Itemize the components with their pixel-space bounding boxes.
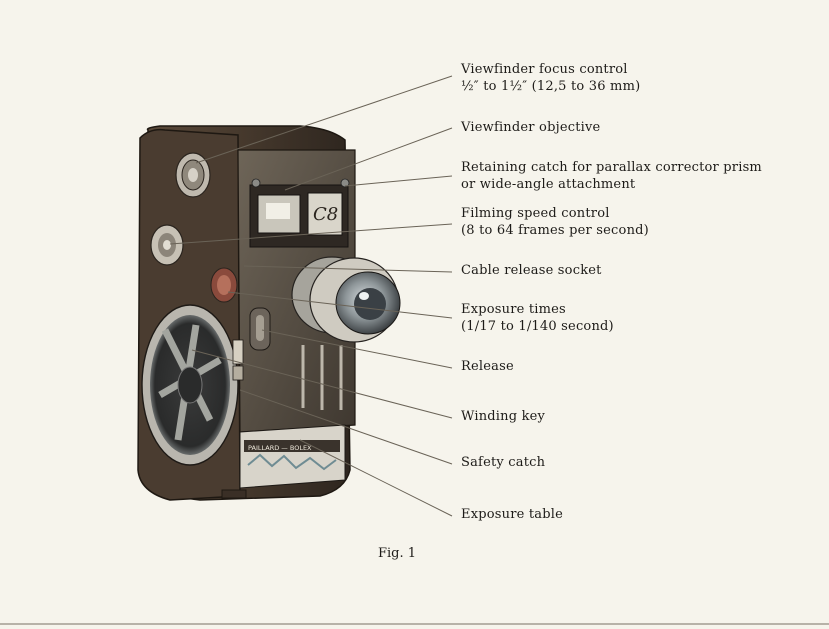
front-grill [301, 345, 343, 410]
callout-line2: ½″ to 1½″ (12,5 to 36 mm) [461, 79, 641, 94]
leader-exposure-table [299, 439, 453, 517]
callout-line1: Exposure table [461, 507, 564, 522]
leader-winding-key [191, 349, 453, 419]
leader-lines [169, 75, 453, 517]
callout-winding-key: Winding key [461, 408, 545, 425]
callout-line1: Winding key [461, 409, 546, 424]
lens [291, 256, 401, 343]
callout-line1: Retaining catch for parallax corrector p… [461, 160, 762, 175]
leader-exposure-times [227, 291, 453, 319]
callout-line1: Cable release socket [461, 263, 602, 278]
retaining-catch-screw [340, 178, 350, 188]
callout-safety-catch: Safety catch [461, 454, 545, 471]
figure-caption: Fig. 1 [378, 546, 417, 561]
callout-cable-release-socket: Cable release socket [461, 262, 602, 279]
model-badge: C8 [313, 204, 338, 225]
leader-cable-release-socket [243, 265, 453, 273]
viewfinder-plate [249, 184, 349, 248]
leader-safety-catch [239, 389, 453, 465]
leader-viewfinder-focus-control [195, 75, 453, 164]
callout-line1: Release [461, 359, 514, 374]
callout-line1: Viewfinder focus control [461, 62, 628, 77]
callout-viewfinder-objective: Viewfinder objective [461, 119, 600, 136]
callout-line1: Safety catch [461, 455, 546, 470]
callout-viewfinder-focus-control: Viewfinder focus control ½″ to 1½″ (12,5… [461, 61, 640, 95]
callout-line1: Filming speed control [461, 206, 610, 221]
plate-screw [251, 178, 261, 188]
callout-release: Release [461, 358, 514, 375]
filming-speed-knob [150, 224, 184, 266]
callout-line1: Exposure times [461, 302, 566, 317]
release-lever [249, 307, 271, 351]
callout-retaining-catch: Retaining catch for parallax corrector p… [461, 159, 762, 193]
exposure-table-plate [239, 424, 346, 489]
leader-filming-speed-control [169, 223, 453, 245]
callout-line1: Viewfinder objective [461, 120, 601, 135]
callout-line2: (1/17 to 1/140 second) [461, 319, 614, 334]
callout-line2: or wide-angle attachment [461, 177, 636, 192]
leader-release [261, 329, 453, 369]
callout-line2: (8 to 64 frames per second) [461, 223, 649, 238]
leader-retaining-catch [344, 175, 453, 187]
callout-exposure-times: Exposure times (1/17 to 1/140 second) [461, 301, 614, 335]
speed-dial [210, 267, 238, 303]
safety-catch [232, 339, 244, 381]
brand-plate-text: PAILLARD — BOLEX [248, 444, 312, 452]
scan-edge [0, 623, 829, 625]
leader-viewfinder-objective [284, 127, 453, 191]
winding-key [141, 304, 239, 466]
callout-exposure-table: Exposure table [461, 506, 563, 523]
viewfinder-focus-knob [175, 152, 211, 198]
camera-foot [221, 489, 247, 499]
callout-filming-speed-control: Filming speed control (8 to 64 frames pe… [461, 205, 649, 239]
